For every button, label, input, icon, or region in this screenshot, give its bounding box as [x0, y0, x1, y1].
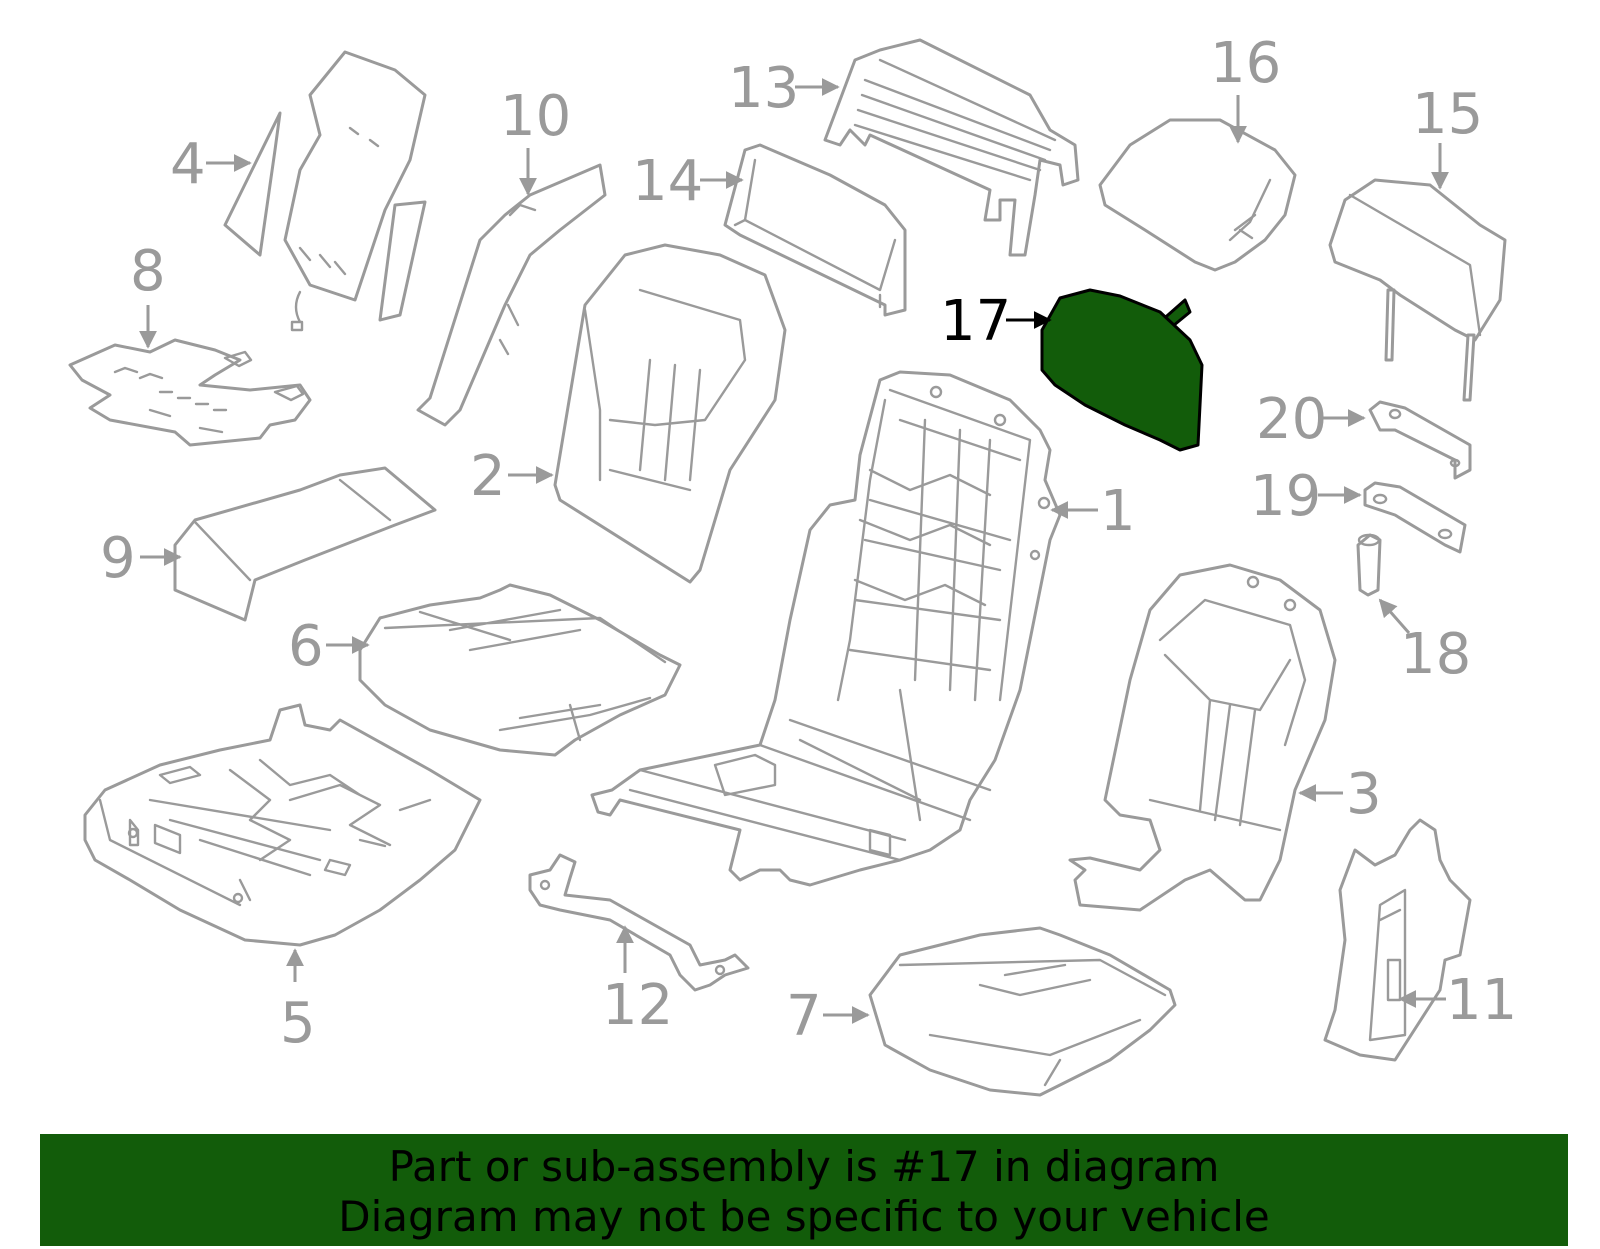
part-17-highlighted[interactable] [1040, 288, 1204, 452]
part-1-seat-frame[interactable] [590, 370, 1062, 887]
part-12-rail-bracket[interactable] [528, 853, 750, 992]
callout-7: 7 [786, 984, 822, 1049]
callout-8: 8 [130, 239, 166, 304]
callout-13: 13 [728, 56, 799, 121]
part-2-backrest-cushion[interactable] [553, 243, 787, 584]
part-20-bracket[interactable] [1368, 400, 1472, 480]
callout-17: 17 [940, 289, 1011, 354]
callout-3: 3 [1346, 762, 1382, 827]
part-3-backrest-cover[interactable] [1068, 563, 1337, 912]
callout-19: 19 [1250, 464, 1321, 529]
callout-4: 4 [170, 132, 206, 197]
callout-12: 12 [602, 973, 673, 1038]
part-7-cushion-cover[interactable] [868, 926, 1177, 1097]
leader-lines [139, 78, 1449, 1024]
callout-1: 1 [1100, 479, 1136, 544]
callout-14: 14 [632, 149, 703, 214]
banner-background [40, 1134, 1568, 1246]
part-8-heating-mat[interactable] [68, 338, 312, 447]
part-4-backrest-panel[interactable] [223, 50, 427, 332]
callout-20: 20 [1256, 387, 1327, 452]
part-15-headrest-posts[interactable] [1328, 178, 1507, 402]
banner-line-1: Part or sub-assembly is #17 in diagram [388, 1142, 1220, 1191]
callout-18: 18 [1400, 622, 1471, 687]
callout-11: 11 [1446, 968, 1517, 1033]
part-19-bracket[interactable] [1363, 481, 1467, 554]
callout-10: 10 [500, 84, 571, 149]
callout-labels: 1 2 3 4 5 6 7 8 9 10 11 12 13 14 15 16 1… [100, 31, 1517, 1056]
callout-16: 16 [1210, 31, 1281, 96]
part-10-side-trim[interactable] [416, 163, 607, 427]
callout-6: 6 [288, 614, 324, 679]
part-9-bolster-pad[interactable] [173, 466, 437, 622]
banner-line-2: Diagram may not be specific to your vehi… [338, 1192, 1270, 1241]
callout-5: 5 [280, 991, 316, 1056]
part-6-seat-cushion[interactable] [358, 583, 682, 757]
info-banner: Part or sub-assembly is #17 in diagram D… [40, 1134, 1568, 1246]
part-5-seat-base[interactable] [83, 703, 482, 947]
part-16-headrest[interactable] [1098, 118, 1297, 272]
callout-9: 9 [100, 526, 136, 591]
callout-2: 2 [470, 444, 506, 509]
part-14-rear-panel[interactable] [723, 143, 907, 317]
part-18-pin[interactable] [1356, 533, 1382, 597]
part-13-upper-trim[interactable] [823, 38, 1080, 257]
callout-15: 15 [1412, 82, 1483, 147]
